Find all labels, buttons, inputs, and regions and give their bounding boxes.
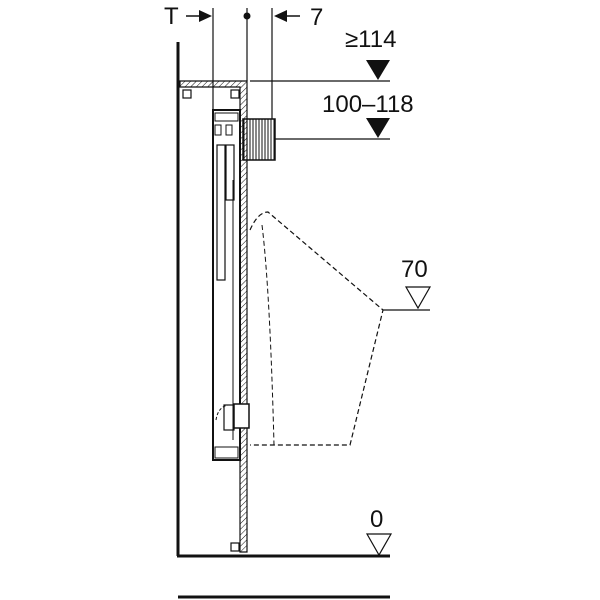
bracket-icons — [182, 89, 240, 552]
floor-level-label: 0 — [370, 506, 383, 533]
installation-frame — [212, 109, 250, 461]
level-marker-filled-icon — [366, 60, 390, 80]
arrow-right-icon — [186, 10, 212, 22]
top-height-label: ≥114 — [345, 26, 396, 53]
pipe-connection — [242, 118, 276, 161]
arrow-left-icon — [274, 10, 300, 22]
urinal-inner-outline — [261, 224, 275, 446]
level-marker-outline-icon — [365, 533, 393, 557]
level-marker-outline-icon — [404, 286, 432, 310]
offset-label: 7 — [310, 4, 323, 31]
urinal-outline — [249, 211, 384, 446]
level-marker-filled-icon — [366, 118, 390, 138]
urinal-height-label: 70 — [401, 256, 428, 283]
connection-height-label: 100–118 — [322, 91, 414, 118]
wall-thickness-label: T — [164, 3, 179, 30]
center-dot-icon — [243, 12, 251, 20]
